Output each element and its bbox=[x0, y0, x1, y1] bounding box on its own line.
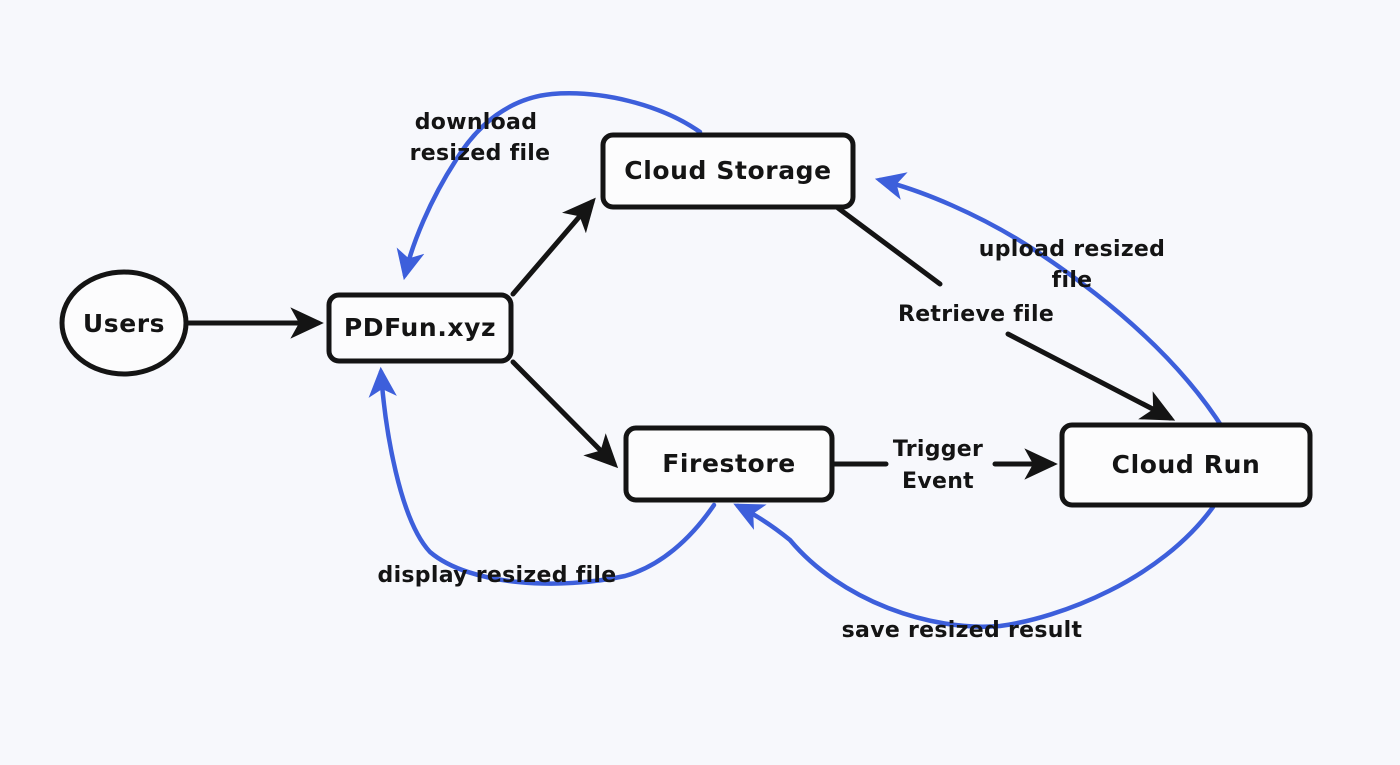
node-cloud-storage[interactable]: Cloud Storage bbox=[600, 132, 856, 210]
edge-label-download-line2: resized file bbox=[410, 141, 551, 166]
edge-cloud-storage-to-cloud-run bbox=[835, 205, 1170, 418]
cloud-run-rect bbox=[1059, 422, 1313, 508]
users-label: Users bbox=[83, 309, 165, 338]
edge-label-upload-line1: upload resized bbox=[979, 237, 1165, 262]
edge-pdfun-to-cloud-storage bbox=[510, 197, 596, 297]
edge-label-display-resized-file: display resized file bbox=[378, 563, 617, 588]
node-users[interactable]: Users bbox=[59, 269, 189, 377]
edge-firestore-to-pdfun bbox=[368, 366, 717, 586]
edge-label-trigger-line2: Event bbox=[902, 469, 974, 494]
edge-label-retrieve-file: Retrieve file bbox=[898, 302, 1054, 327]
edge-pdfun-to-firestore bbox=[510, 359, 619, 469]
firestore-rect bbox=[623, 425, 835, 503]
edge-label-trigger-line1: Trigger bbox=[893, 437, 983, 462]
edge-label-upload-line2: file bbox=[1052, 268, 1093, 293]
cloud-storage-label: Cloud Storage bbox=[624, 156, 831, 185]
edge-cloud-run-to-cloud-storage bbox=[874, 172, 1227, 433]
firestore-label: Firestore bbox=[662, 449, 796, 478]
node-cloud-run[interactable]: Cloud Run bbox=[1059, 422, 1313, 508]
edge-label-save-resized-result: save resized result bbox=[842, 618, 1083, 643]
users-ellipse bbox=[59, 269, 189, 377]
cloud-run-label: Cloud Run bbox=[1112, 450, 1261, 479]
edge-label-download-line1: download bbox=[415, 110, 538, 135]
edge-cloud-storage-to-pdfun bbox=[396, 91, 703, 281]
node-pdfun[interactable]: PDFun.xyz bbox=[326, 292, 514, 364]
cloud-storage-rect bbox=[600, 132, 856, 210]
pdfun-rect bbox=[326, 292, 514, 364]
pdfun-label: PDFun.xyz bbox=[344, 313, 496, 342]
edge-cloud-run-to-firestore bbox=[733, 503, 1216, 629]
node-firestore[interactable]: Firestore bbox=[623, 425, 835, 503]
